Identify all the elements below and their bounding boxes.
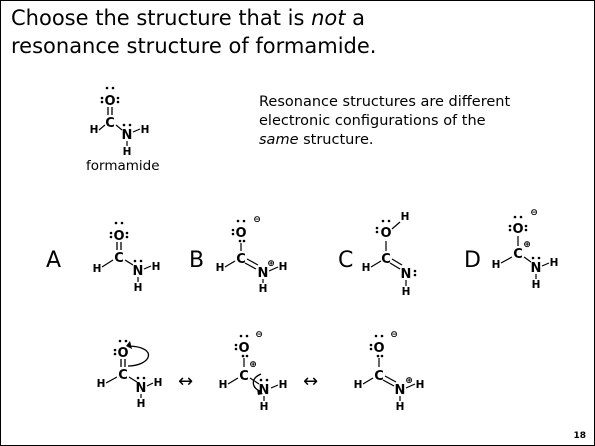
formamide-structure: O C H N H H: [90, 86, 150, 158]
nitrogen-atom: N: [136, 381, 147, 396]
positive-charge: ⊕: [405, 376, 413, 386]
positive-charge: ⊕: [523, 240, 531, 250]
resonance-structure-3: O ⊖ C H N ⊕ H H: [354, 330, 425, 413]
choice-d-structure: O ⊖ ⊕ C H N H H: [492, 208, 559, 291]
hydrogen-atom: H: [416, 379, 425, 391]
oxygen-atom: O: [113, 229, 124, 244]
choice-d-label: D: [464, 248, 481, 273]
resonance-arrow-icon: ↔: [178, 371, 194, 392]
hydrogen-atom: H: [354, 379, 363, 391]
hydrogen-atom: H: [492, 259, 501, 271]
nitrogen-atom: N: [401, 267, 412, 282]
negative-charge: ⊖: [255, 330, 263, 340]
hydrogen-atom: H: [152, 261, 161, 273]
curved-arrow-icon: [127, 345, 150, 367]
hydrogen-atom: H: [532, 279, 541, 291]
carbon-atom: C: [381, 252, 391, 267]
oxygen-atom: O: [235, 226, 246, 241]
hydrogen-atom: H: [260, 401, 269, 413]
negative-charge: ⊖: [253, 215, 261, 225]
note-emphasis: same: [259, 132, 299, 148]
choice-a-structure: O C H N H H: [93, 221, 160, 294]
oxygen-atom: O: [373, 341, 384, 356]
carbon-atom: C: [239, 369, 249, 384]
hydrogen-atom: H: [97, 378, 106, 390]
hydrogen-atom: H: [93, 263, 102, 275]
resonance-structure-2: O ⊖ C ⊕ H N H H: [219, 330, 288, 413]
hydrogen-atom: H: [259, 283, 268, 295]
hydrogen-atom: H: [137, 398, 146, 410]
hydrogen-atom: H: [123, 146, 132, 158]
definition-note: Resonance structures are different elect…: [259, 94, 511, 148]
hydrogen-atom: H: [279, 261, 288, 273]
hydrogen-atom: H: [154, 377, 163, 389]
hydrogen-atom: H: [90, 124, 99, 136]
nitrogen-atom: N: [258, 266, 269, 281]
oxygen-atom: O: [104, 94, 115, 109]
hydrogen-atom: H: [362, 262, 371, 274]
oxygen-atom: O: [238, 341, 249, 356]
choice-c-label: C: [338, 248, 354, 273]
hydrogen-atom: H: [550, 257, 559, 269]
title-emphasis: not: [311, 6, 346, 30]
oxygen-atom: O: [117, 346, 128, 361]
hydrogen-atom: H: [279, 379, 288, 391]
negative-charge: ⊖: [390, 330, 398, 340]
positive-charge: ⊕: [267, 259, 275, 269]
carbon-atom: C: [118, 368, 128, 383]
resonance-arrow-icon: ↔: [303, 371, 319, 392]
negative-charge: ⊖: [530, 208, 538, 218]
hydrogen-atom: H: [141, 124, 150, 136]
formamide-label: formamide: [86, 158, 160, 174]
hydrogen-atom: H: [134, 282, 143, 294]
nitrogen-atom: N: [122, 128, 133, 143]
nitrogen-atom: N: [259, 383, 270, 398]
nitrogen-atom: N: [395, 383, 406, 398]
choice-c-structure: O H C H N H: [362, 211, 417, 298]
resonance-structure-1: O C H N H H: [97, 339, 163, 410]
slide-title: Choose the structure that is not a reson…: [11, 4, 581, 60]
hydrogen-atom: H: [219, 379, 228, 391]
hydrogen-atom: H: [402, 286, 411, 298]
carbon-atom: C: [236, 252, 246, 267]
carbon-atom: C: [114, 251, 124, 266]
positive-charge: ⊕: [249, 360, 257, 370]
title-line-2: resonance structure of formamide.: [11, 34, 377, 58]
page-number: 18: [573, 431, 586, 441]
nitrogen-atom: N: [531, 261, 542, 276]
title-line-1: Choose the structure that is not a: [11, 6, 366, 30]
choice-a-label: A: [46, 248, 62, 273]
hydrogen-atom: H: [216, 262, 225, 274]
nitrogen-atom: N: [133, 264, 144, 279]
oxygen-atom: O: [512, 222, 523, 237]
hydrogen-atom: H: [401, 211, 410, 223]
hydrogen-atom: H: [396, 401, 405, 413]
carbon-atom: C: [513, 247, 523, 262]
oxygen-atom: O: [380, 226, 391, 241]
choice-b-structure: O ⊖ C H N ⊕ H H: [216, 215, 288, 295]
carbon-atom: C: [374, 369, 384, 384]
carbon-atom: C: [105, 116, 115, 131]
choice-b-label: B: [189, 248, 205, 273]
